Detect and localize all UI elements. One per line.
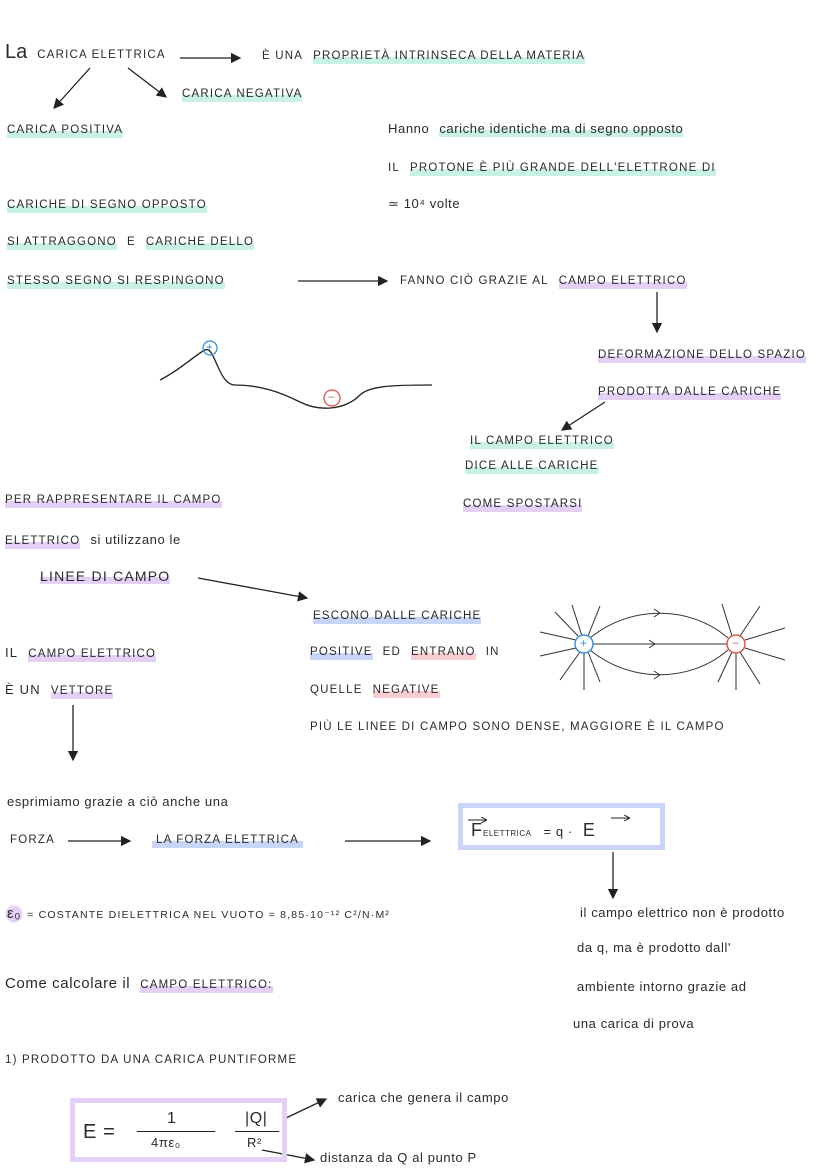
- note-line4: una carica di prova: [573, 1016, 695, 1031]
- la-text: La: [5, 41, 28, 63]
- positive-word: POSITIVE: [310, 644, 373, 660]
- rappresentare-line2b: si utilizzano le: [90, 532, 181, 547]
- e-una: È UNA: [262, 50, 304, 62]
- label-distance: distanza da Q al punto P: [320, 1150, 477, 1165]
- proprieta-text: PROPRIETÀ INTRINSECA della MATERIA: [313, 48, 586, 64]
- protone-text: PROTONE È PIÙ GRANDE DELL'ELETTRONE DI: [410, 160, 716, 176]
- point1-text: 1) PRODOTTO DA UNA CARICA PUNTIFORME: [5, 1054, 298, 1066]
- attraction-line2a: SI ATTRAGGONO: [7, 234, 117, 250]
- formula-den2: R²: [247, 1135, 262, 1150]
- field-formula-box: E = 1 4πε₀ |Q| R²: [70, 1098, 287, 1162]
- negative-word: NEGATIVE: [372, 682, 440, 698]
- formula-num2: |Q|: [245, 1110, 268, 1127]
- campo-elettrico-term: CAMPO ELETTRICO:: [140, 977, 273, 993]
- attraction-line1: CARICHE DI SEGNO OPPOSTO: [7, 197, 207, 213]
- note-line2: da q, ma è prodotto dall': [577, 940, 732, 955]
- hanno-text: cariche identiche ma di segno opposto: [439, 121, 684, 137]
- come-text: Come calcolare il: [5, 975, 131, 992]
- space-deformation-curve: [159, 349, 433, 409]
- deformation-line1: DEFORMAZIONE DELLO SPAZIO: [598, 347, 807, 363]
- rappresentare-line1: PER RAPPRESENTARE IL CAMPO: [5, 492, 222, 508]
- arrow: [197, 577, 309, 602]
- formula-den1: 4πε₀: [151, 1135, 181, 1150]
- intro-line: La CARICA ELETTRICA: [5, 41, 176, 63]
- arrow: [560, 401, 606, 431]
- deformation-line2: PRODOTTA DALLE CARICHE: [598, 384, 782, 400]
- arrow: [127, 67, 168, 98]
- volte-text: ≃ 10⁴ volte: [388, 196, 461, 211]
- hanno-word: Hanno: [388, 121, 430, 136]
- force-formula: FELETTRICA = q · E: [471, 820, 605, 842]
- linee-desc-line3: QUELLE NEGATIVE: [310, 682, 450, 698]
- fraction-line: [235, 1131, 279, 1132]
- force-formula-box: FELETTRICA = q · E: [458, 803, 665, 850]
- fanno-text: fanno ciò GRAZIE AL: [400, 275, 549, 287]
- positive-charge-icon: [574, 634, 594, 654]
- attraction-line2: SI ATTRAGGONO E CARICHE DELLO: [7, 234, 264, 250]
- minus-sign: −: [732, 638, 740, 650]
- field-lines-diagram: [539, 603, 786, 690]
- formula-rest: = q ·: [543, 824, 573, 839]
- formula-e: E =: [83, 1121, 116, 1143]
- campo-elettrico-term: CAMPO ELETTRICO: [28, 646, 157, 662]
- hanno-line: Hanno cariche identiche ma di segno oppos…: [388, 121, 693, 138]
- ed-word: ED: [382, 646, 402, 658]
- minus-sign: −: [328, 392, 336, 404]
- vettore-word: VETTORE: [50, 683, 114, 699]
- epsilon-text: = COSTANTE DIELETTRICA NEL VUOTO = 8,85·…: [27, 909, 391, 921]
- forza-word: FORZA: [10, 834, 55, 846]
- note-line1: il campo elettrico non è prodotto: [580, 905, 785, 920]
- linee-desc-line2: POSITIVE ED ENTRANO IN: [310, 644, 510, 660]
- in-word: IN: [485, 646, 500, 658]
- linee-di-campo: LINEE DI CAMPO: [40, 568, 171, 584]
- fraction-line: [137, 1131, 215, 1132]
- e-un: È UN: [5, 682, 41, 697]
- formula-e: E: [582, 820, 595, 840]
- carica-elettrica: CARICA ELETTRICA: [37, 49, 166, 61]
- fanno-line: fanno ciò GRAZIE AL CAMPO ELETTRICO: [400, 273, 697, 289]
- rappresentare-line2: ELETTRICO si utilizzano le: [5, 532, 191, 549]
- plus-sign: +: [580, 638, 588, 650]
- formula-num1: 1: [167, 1110, 177, 1127]
- il-word: IL: [5, 645, 19, 660]
- positive-charge-icon: [202, 340, 218, 356]
- proprieta-line: È UNA PROPRIETÀ INTRINSECA della MATERIA: [262, 48, 595, 64]
- entrano-word: ENTRANO: [411, 644, 476, 660]
- quelle-word: QUELLE: [310, 684, 363, 696]
- linee-desc-line1: ESCONO DALLE CARICHE: [313, 608, 482, 624]
- carica-positiva: CARICA POSITIVA: [7, 122, 124, 138]
- protone-line: IL PROTONE È PIÙ GRANDE DELL'ELETTRONE DI: [388, 160, 726, 176]
- esprimiamo-text: esprimiamo grazie a ciò anche una: [7, 794, 229, 809]
- il-word: IL: [388, 162, 400, 174]
- campo-elettrico-term: CAMPO ELETTRICO: [558, 273, 687, 289]
- attraction-line3: STESSO SEGNO SI RESPINGONO: [7, 273, 225, 289]
- epsilon-symbol: ε₀: [5, 904, 24, 924]
- attraction-line2b: E: [126, 236, 136, 248]
- vettore-line1: IL CAMPO ELETTRICO: [5, 645, 166, 662]
- carica-negativa: CARICA NEGATIVA: [182, 86, 303, 102]
- epsilon-line: ε₀= COSTANTE DIELETTRICA NEL VUOTO = 8,8…: [5, 904, 400, 924]
- forza-elettrica: LA FORZA ELETTRICA: [152, 832, 304, 848]
- attraction-line2c: CARICHE DELLO: [145, 234, 255, 250]
- rappresentare-line2a: ELETTRICO: [5, 533, 81, 549]
- label-charge: carica che genera il campo: [338, 1090, 509, 1105]
- campo-dice-line3: COME SPOSTARSI: [463, 496, 583, 512]
- campo-dice-line1: IL CAMPO ELETTRICO: [470, 433, 614, 449]
- arrow: [261, 1149, 316, 1164]
- negative-charge-icon: [323, 389, 341, 407]
- note-line3: ambiente intorno grazie ad: [577, 979, 747, 994]
- arrow: [53, 67, 91, 109]
- campo-dice-line2: DICE ALLE CARICHE: [465, 458, 599, 474]
- density-text: Più le linee di campo sono dense, maggio…: [310, 721, 725, 733]
- formula-sub: ELETTRICA: [483, 829, 532, 838]
- come-line: Come calcolare il CAMPO ELETTRICO:: [5, 976, 283, 993]
- vettore-line2: È UN VETTORE: [5, 682, 123, 699]
- formula-f: F: [471, 820, 482, 840]
- negative-charge-icon: [726, 634, 746, 654]
- plus-sign: +: [206, 342, 214, 354]
- arrow: [285, 1098, 328, 1119]
